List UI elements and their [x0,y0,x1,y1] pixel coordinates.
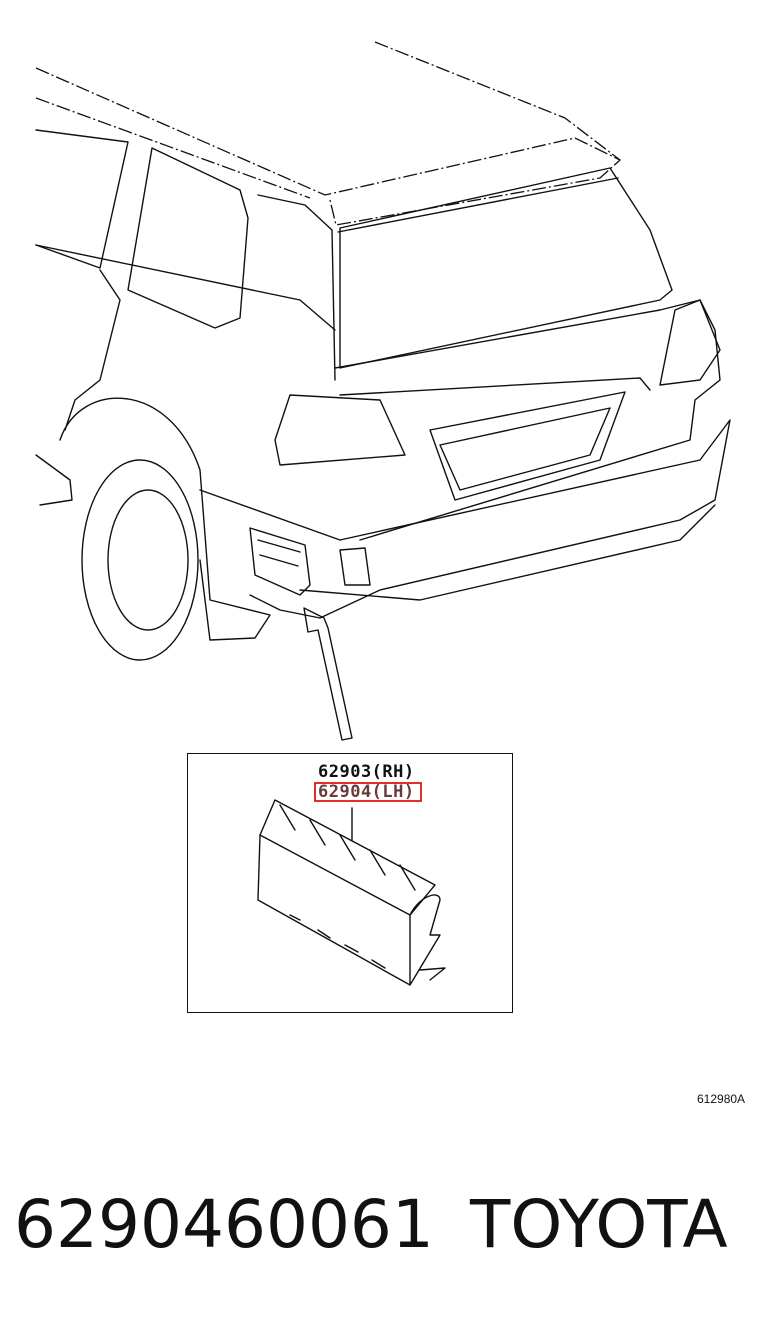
side-step [35,454,73,506]
tail-light-right [659,299,721,386]
roof-rail [374,41,621,161]
license-plate-recess [429,391,626,501]
bumper-corner [339,547,371,586]
tailgate [334,299,721,541]
part-inset-box [187,753,513,1013]
footer-part-number: 6290460061 [14,1186,434,1263]
body-side [64,269,121,431]
side-window [127,147,249,329]
roof-rail-inner [35,97,311,199]
rear-bumper [199,419,731,619]
rear-window [339,167,673,369]
roof-outline [35,67,622,226]
vent-on-car [249,527,311,596]
wheel-arch [59,397,271,641]
vehicle-rear-diagram [35,41,731,986]
footer-brand: TOYOTA [470,1186,728,1263]
bumper-lower [299,504,716,601]
part-number-lh: 62904(LH) [318,782,415,802]
tail-light-left [274,394,406,466]
side-window-front [35,129,129,269]
tailgate-crease [339,377,651,396]
body-belt [35,244,336,331]
c-pillar [257,194,336,381]
pointer-arrow [303,607,353,741]
part-number-rh: 62903(RH) [318,762,415,782]
bumper-vent-part [257,799,446,986]
part-number-lh-highlight [314,782,422,802]
rear-window-inner [337,177,619,233]
license-plate [439,407,611,491]
diagram-reference-code: 612980A [697,1092,746,1106]
rear-wheel [81,459,199,661]
rear-wheel-rim [107,489,189,631]
